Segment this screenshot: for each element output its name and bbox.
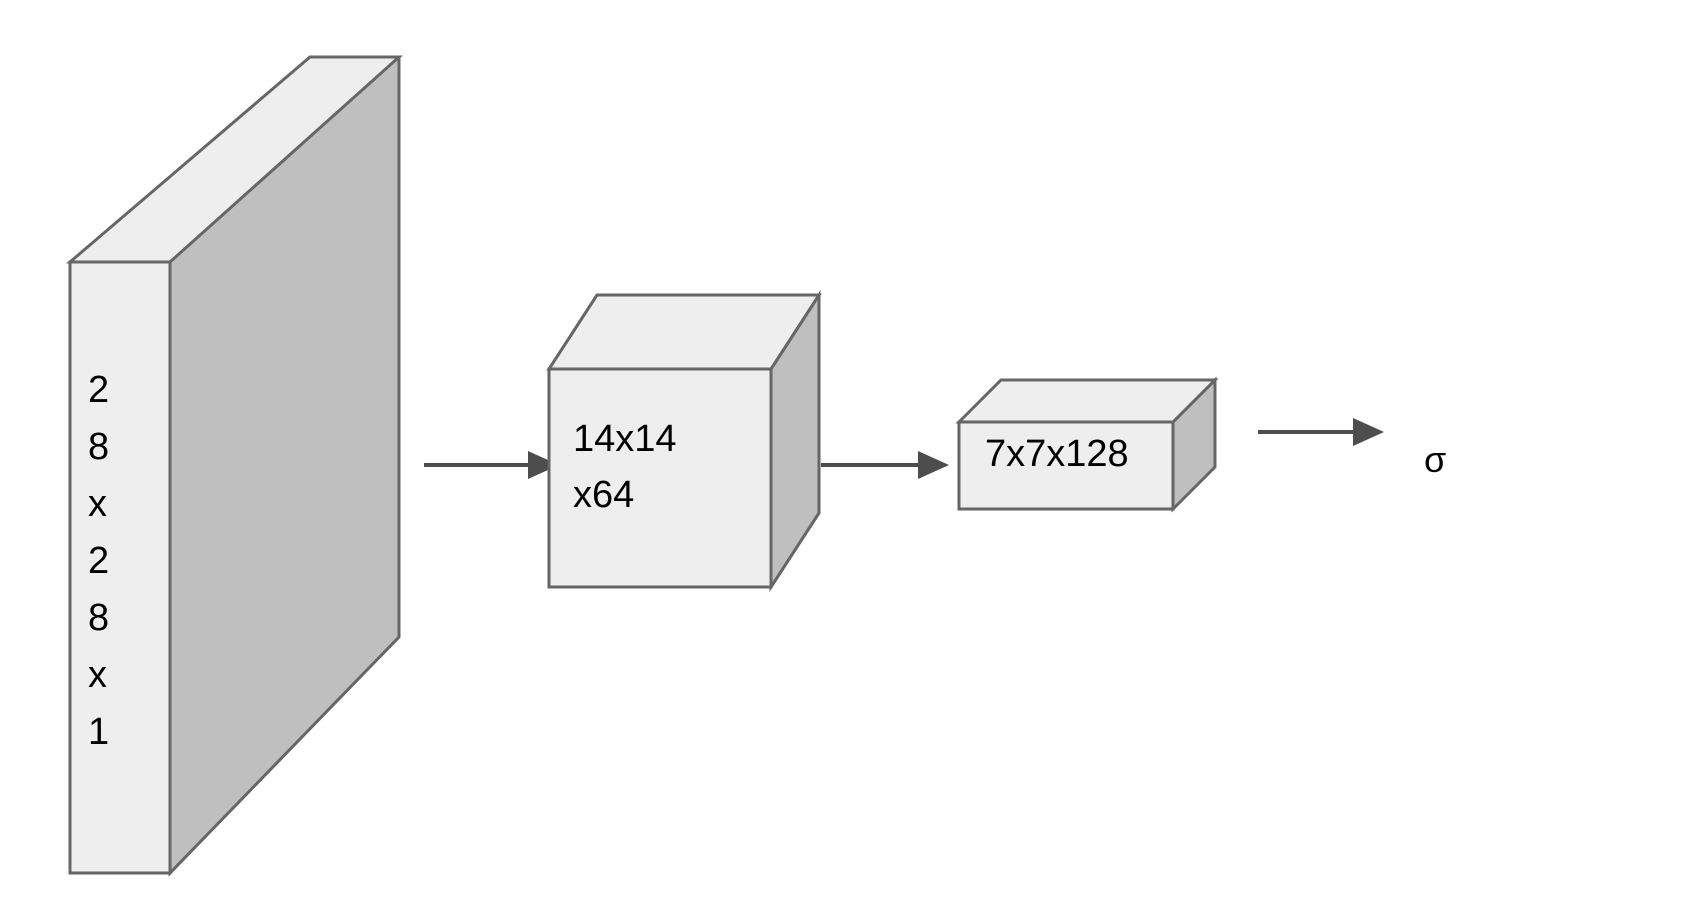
arrow-3 <box>1258 418 1384 446</box>
block-conv1-volume-top-face <box>546 293 822 371</box>
block-input-volume[interactable] <box>65 55 403 877</box>
arrow-2 <box>821 451 949 479</box>
block-conv2-volume[interactable] <box>955 376 1219 513</box>
block-conv1-volume-front-face <box>547 367 773 589</box>
arrow-3-head <box>1353 418 1384 446</box>
arrow-2-head <box>918 451 949 479</box>
arrow-1 <box>424 451 559 479</box>
block-input-volume-front-face <box>68 260 172 875</box>
block-conv1-volume[interactable] <box>546 289 822 593</box>
block-conv2-volume-front-face <box>957 420 1175 511</box>
block-conv2-volume-top-face <box>955 378 1219 424</box>
arrow-1-head <box>528 451 559 479</box>
sigmoid-output-label: σ <box>1424 439 1447 480</box>
